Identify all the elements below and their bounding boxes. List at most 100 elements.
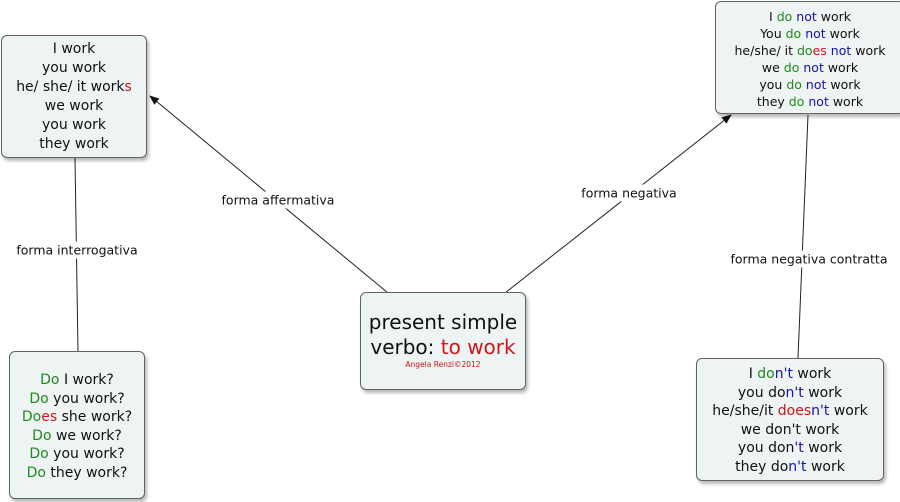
label-forma-negativa: forma negativa (579, 184, 679, 202)
text-segment: they (756, 94, 789, 109)
verb-name: to work (440, 335, 516, 359)
label-forma-negativa-contratta: forma negativa contratta (728, 250, 890, 268)
conjugation-line: they do not work (716, 93, 900, 110)
link-negative (504, 114, 732, 294)
conjugation-line: he/ she/ it works (2, 78, 146, 97)
text-segment: you (759, 77, 787, 92)
text-segment: work (826, 77, 861, 92)
conjugation-line: Do I work? (10, 371, 144, 390)
text-segment: n't (785, 384, 804, 401)
text-segment: I work (52, 41, 96, 57)
text-segment: not (796, 9, 817, 24)
conjugation-line: I work (2, 40, 146, 59)
text-segment: I (748, 366, 758, 382)
text-segment: es (812, 43, 827, 58)
text-segment: work (825, 26, 860, 41)
text-segment: work (803, 384, 843, 401)
text-segment: Do (32, 427, 52, 444)
text-segment: you work? (48, 390, 125, 407)
conjugation-line: they don't work (697, 458, 883, 477)
conjugation-line: Do we work? (10, 427, 144, 446)
text-segment: do (776, 9, 793, 24)
conjugation-line: you don't work (697, 439, 883, 458)
text-segment: do (785, 26, 802, 41)
text-segment: Do (21, 409, 42, 425)
text-segment: you work? (48, 446, 125, 462)
text-segment: not (808, 94, 829, 109)
conjugation-line: he/she/it doesn't work (697, 402, 883, 421)
text-segment: do (783, 60, 800, 75)
text-segment: s (124, 79, 132, 95)
text-segment: you work (41, 117, 107, 133)
text-segment: Do (26, 464, 46, 481)
conjugation-line: you work (2, 116, 146, 135)
text-segment: do (788, 94, 805, 109)
conjugation-line: you work (2, 59, 146, 78)
text-segment: not (805, 77, 827, 92)
interrogative-node[interactable]: Do I work?Do you work?Does she work?Do w… (9, 351, 145, 499)
text-segment: do (786, 77, 802, 92)
text-segment: he/she/it (712, 403, 778, 419)
text-segment: they do (735, 458, 789, 475)
text-segment: n't (788, 458, 807, 475)
center-node-present-simple[interactable]: present simple verbo: to work Angela Ren… (360, 292, 526, 390)
text-segment: they work (39, 136, 109, 152)
conjugation-line: Does she work? (10, 408, 144, 427)
center-verb-line: verbo: to work (361, 335, 525, 360)
text-segment: not (805, 26, 826, 41)
conjugation-line: You do not work (716, 25, 900, 42)
text-segment: Do (29, 390, 49, 407)
text-segment: they work? (45, 464, 128, 481)
text-segment: work (806, 458, 845, 475)
conjugation-line: we work (2, 97, 146, 116)
text-segment: work (792, 366, 832, 382)
text-segment: Do (29, 446, 49, 462)
conjugation-line: you don't work (697, 384, 883, 403)
conjugation-line: I don't work (697, 365, 883, 384)
text-segment: 't (794, 440, 804, 456)
text-segment: you don (737, 440, 795, 456)
text-segment: we (761, 60, 784, 75)
text-segment: I (769, 9, 777, 24)
link-negative-contracted (797, 114, 809, 359)
text-segment: not (803, 60, 824, 75)
conjugation-line: Do you work? (10, 390, 144, 409)
text-segment: work (823, 60, 859, 75)
text-segment: work (851, 43, 886, 58)
label-forma-interrogativa: forma interrogativa (14, 241, 140, 259)
text-segment: work (803, 440, 843, 456)
text-segment: You (760, 26, 786, 41)
text-segment: he/she/ it (734, 43, 797, 58)
text-segment: do (757, 366, 775, 382)
label-forma-affermativa: forma affermativa (219, 191, 337, 209)
verb-prefix: verbo: (370, 335, 441, 359)
text-segment: we don't work (740, 421, 840, 438)
text-segment: Do (40, 372, 60, 388)
conjugation-line: we don't work (697, 421, 883, 440)
author-credit: Angela Renzi©2012 (405, 360, 481, 369)
text-segment: we work (44, 98, 104, 114)
text-segment: she work? (57, 409, 133, 425)
text-segment: we work? (51, 427, 122, 444)
conjugation-line: Do they work? (10, 464, 144, 483)
text-segment: he/ she/ it work (16, 79, 125, 95)
text-segment: I work? (59, 372, 114, 388)
conjugation-line: we do not work (716, 59, 900, 76)
text-segment: does (777, 403, 812, 419)
text-segment: you do (737, 384, 786, 401)
text-segment: n't (774, 366, 793, 382)
text-segment: work (816, 9, 851, 24)
text-segment: not (830, 43, 852, 58)
center-title: present simple (368, 310, 518, 334)
text-segment: you work (41, 60, 107, 76)
conjugation-line: Do you work? (10, 445, 144, 464)
conjugation-line: you do not work (716, 76, 900, 93)
text-segment: work (828, 94, 864, 109)
text-segment: do (796, 43, 813, 58)
text-segment: es (41, 409, 58, 425)
conjugation-line: they work (2, 135, 146, 154)
text-segment: n't (811, 403, 830, 419)
